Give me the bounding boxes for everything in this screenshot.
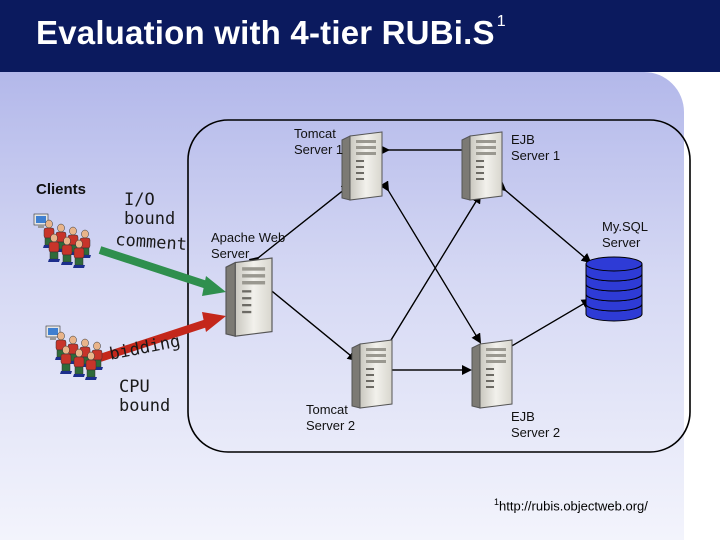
ejb-server-1-label: EJB Server 1 xyxy=(511,132,561,163)
footnote-mark: 1 xyxy=(494,497,500,507)
footnote: 1http://rubis.objectweb.org/ xyxy=(494,497,648,513)
apache-server-label: Apache Web Server xyxy=(211,230,286,261)
title-bar xyxy=(0,0,720,72)
bidding-arrow-icon xyxy=(98,312,226,362)
client-group-icon xyxy=(34,214,91,268)
clients-label: Clients xyxy=(36,181,87,198)
comment-arrow-icon xyxy=(98,246,226,296)
page-title-text: Evaluation with 4-tier RUBi.S xyxy=(36,14,495,51)
cpu-bound-label: CPU bound xyxy=(119,377,171,416)
server-cluster-frame xyxy=(187,119,691,453)
tomcat-server-2-label: Tomcat Server 2 xyxy=(306,402,356,433)
ejb-server-2-icon xyxy=(471,339,513,409)
apache-server-icon xyxy=(225,257,273,337)
tomcat-server-1-icon xyxy=(341,131,383,201)
footnote-url: http://rubis.objectweb.org/ xyxy=(499,498,648,514)
client-group-icon xyxy=(46,326,103,380)
database-stack-icon xyxy=(585,256,643,322)
mysql-server-label: My.SQL Server xyxy=(602,219,648,250)
ejb-server-2-label: EJB Server 2 xyxy=(511,409,561,440)
title-footnote-mark: 1 xyxy=(496,13,506,30)
io-bound-label: I/O bound xyxy=(124,190,176,229)
ejb-server-1-icon xyxy=(461,131,503,201)
connection-lines xyxy=(257,149,591,371)
tomcat-server-1-label: Tomcat Server 1 xyxy=(294,126,344,157)
tomcat-server-2-icon xyxy=(351,339,393,409)
